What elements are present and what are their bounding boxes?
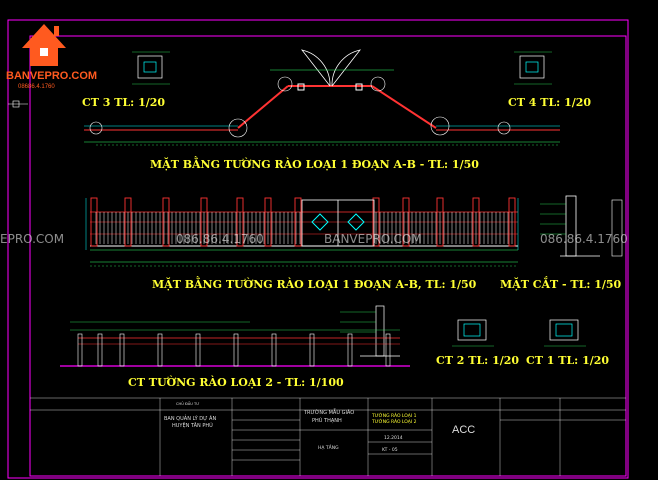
fence-pillar [436, 197, 444, 247]
logo-brand[interactable]: BANVEPRO.COM [6, 70, 98, 82]
fence2-post [119, 333, 125, 367]
fence2-post [77, 333, 83, 367]
detail-ct1 [544, 319, 586, 347]
tb-owner-district: HUYỆN TÂN PHÚ [172, 423, 213, 429]
section-cut [540, 195, 623, 257]
title-ct1: CT 1 TL: 1/20 [526, 354, 610, 367]
detail-ct3 [132, 51, 170, 85]
outer-frame [7, 19, 629, 479]
tb-project-name: TRƯỜNG MẪU GIÁO [304, 410, 355, 416]
fence-pillar [472, 197, 480, 247]
wall-section-detail [340, 305, 400, 357]
fence-pillar [162, 197, 170, 247]
fence2-post [271, 333, 277, 367]
fence2-post [195, 333, 201, 367]
title-ct2: CT 2 TL: 1/20 [436, 354, 520, 367]
fence-pillar [124, 197, 132, 247]
fence2-post [157, 333, 163, 367]
watermark-phone-a: 086.86.4.1760 [176, 232, 264, 246]
tb-date: 12.2014 [384, 436, 403, 441]
crosshair-box [12, 100, 20, 108]
fence2-post [309, 333, 315, 367]
logo-house-icon [22, 24, 66, 66]
tb-owner-label: CHỦ ĐẦU TƯ [176, 402, 200, 406]
title-section: MẶT CẮT - TL: 1/50 [500, 278, 622, 291]
title-block-grid [30, 397, 626, 476]
title-elevation-ab: MẶT BẰNG TƯỜNG RÀO LOẠI 1 ĐOẠN A-B, TL: … [152, 278, 477, 291]
tb-owner-name: BAN QUẢN LÝ DỰ ÁN [164, 416, 217, 422]
watermark-center: BANVEPRO.COM [324, 232, 422, 246]
fence2-post [347, 333, 353, 367]
fence-pillar [508, 197, 516, 247]
fence2-post [233, 333, 239, 367]
fence-pillar [90, 197, 98, 247]
tb-project-place: PHÚ THẠNH [312, 418, 342, 424]
fence2-post [385, 333, 391, 367]
detail-ct2 [452, 319, 494, 347]
fence-pillar [200, 197, 208, 247]
title-ct3: CT 3 TL: 1/20 [82, 96, 166, 109]
tb-drawing-2: TƯỜNG RÀO LOẠI 2 [372, 420, 417, 425]
fence-pillar [402, 197, 410, 247]
tb-company-short: ACC [452, 424, 476, 436]
watermark-phone-b: 086.86.4.1760 [540, 232, 628, 246]
fence-pillar [264, 197, 272, 247]
tb-drawing-1: TƯỜNG RÀO LOẠI 1 [372, 414, 417, 419]
fence-type2 [60, 321, 410, 367]
title-fence-type2: CT TƯỜNG RÀO LOẠI 2 - TL: 1/100 [128, 376, 344, 389]
fence-pillar [294, 197, 302, 247]
logo-phone: 08686.4.1760 [18, 84, 55, 90]
title-ct4: CT 4 TL: 1/20 [508, 96, 592, 109]
title-plan-ab: MẶT BẰNG TƯỜNG RÀO LOẠI 1 ĐOẠN A-B - TL:… [150, 158, 479, 171]
fence2-post [97, 333, 103, 367]
fence-pillar [236, 197, 244, 247]
detail-ct4 [514, 51, 552, 85]
gate-plan [84, 49, 560, 146]
fence-pillar [372, 197, 380, 247]
watermark-left: EPRO.COM [0, 232, 65, 246]
inner-frame [29, 35, 627, 477]
tb-sheet: KT - 05 [382, 448, 398, 453]
tb-category: HẠ TẦNG [318, 446, 339, 451]
fence-elevation [85, 197, 519, 267]
